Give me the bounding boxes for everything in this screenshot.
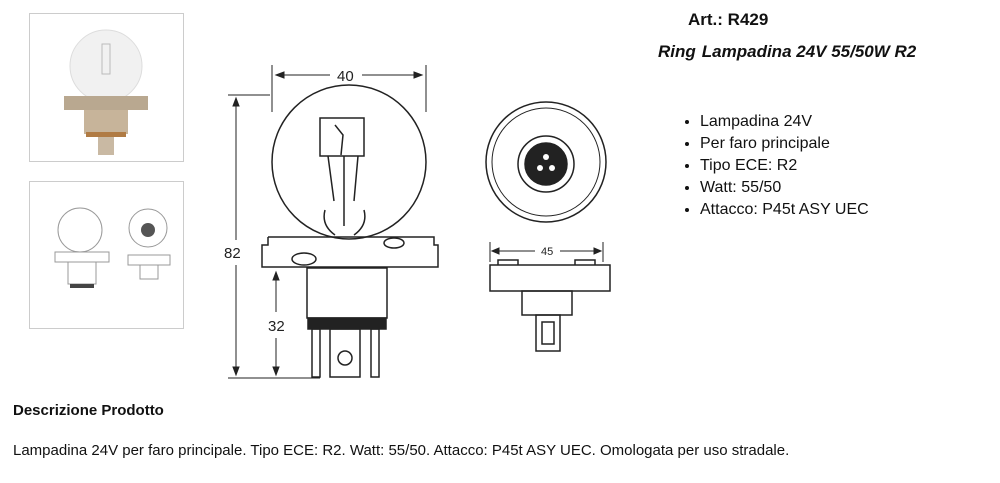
dim-width-label: 40 <box>337 68 354 85</box>
bulb-front-view <box>261 84 439 378</box>
bulb-drawing-thumb <box>54 207 171 288</box>
feature-item: Tipo ECE: R2 <box>700 155 869 177</box>
thumbnail-photo[interactable] <box>29 13 184 162</box>
dim-height-label: 82 <box>224 245 241 262</box>
feature-item: Per faro principale <box>700 133 869 155</box>
thumbnail-drawing[interactable] <box>29 181 184 329</box>
bulb-top-view <box>485 101 611 352</box>
bulb-photo-image <box>64 29 148 155</box>
feature-list: Lampadina 24V Per faro principale Tipo E… <box>680 111 869 221</box>
feature-item: Watt: 55/50 <box>700 177 869 199</box>
description-text: Lampadina 24V per faro principale. Tipo … <box>13 442 790 459</box>
description-heading: Descrizione Prodotto <box>13 402 164 419</box>
product-brand: Ring <box>658 42 696 61</box>
feature-item: Lampadina 24V <box>700 111 869 133</box>
product-title: Ring Lampadina 24V 55/50W R2 <box>658 42 916 62</box>
feature-item: Attacco: P45t ASY UEC <box>700 199 869 221</box>
dimension-lines <box>228 65 604 379</box>
product-name: Lampadina 24V 55/50W R2 <box>701 42 917 61</box>
dim-flange-label: 45 <box>541 246 553 258</box>
dim-base-label: 32 <box>268 318 285 335</box>
article-number: Art.: R429 <box>688 10 769 29</box>
